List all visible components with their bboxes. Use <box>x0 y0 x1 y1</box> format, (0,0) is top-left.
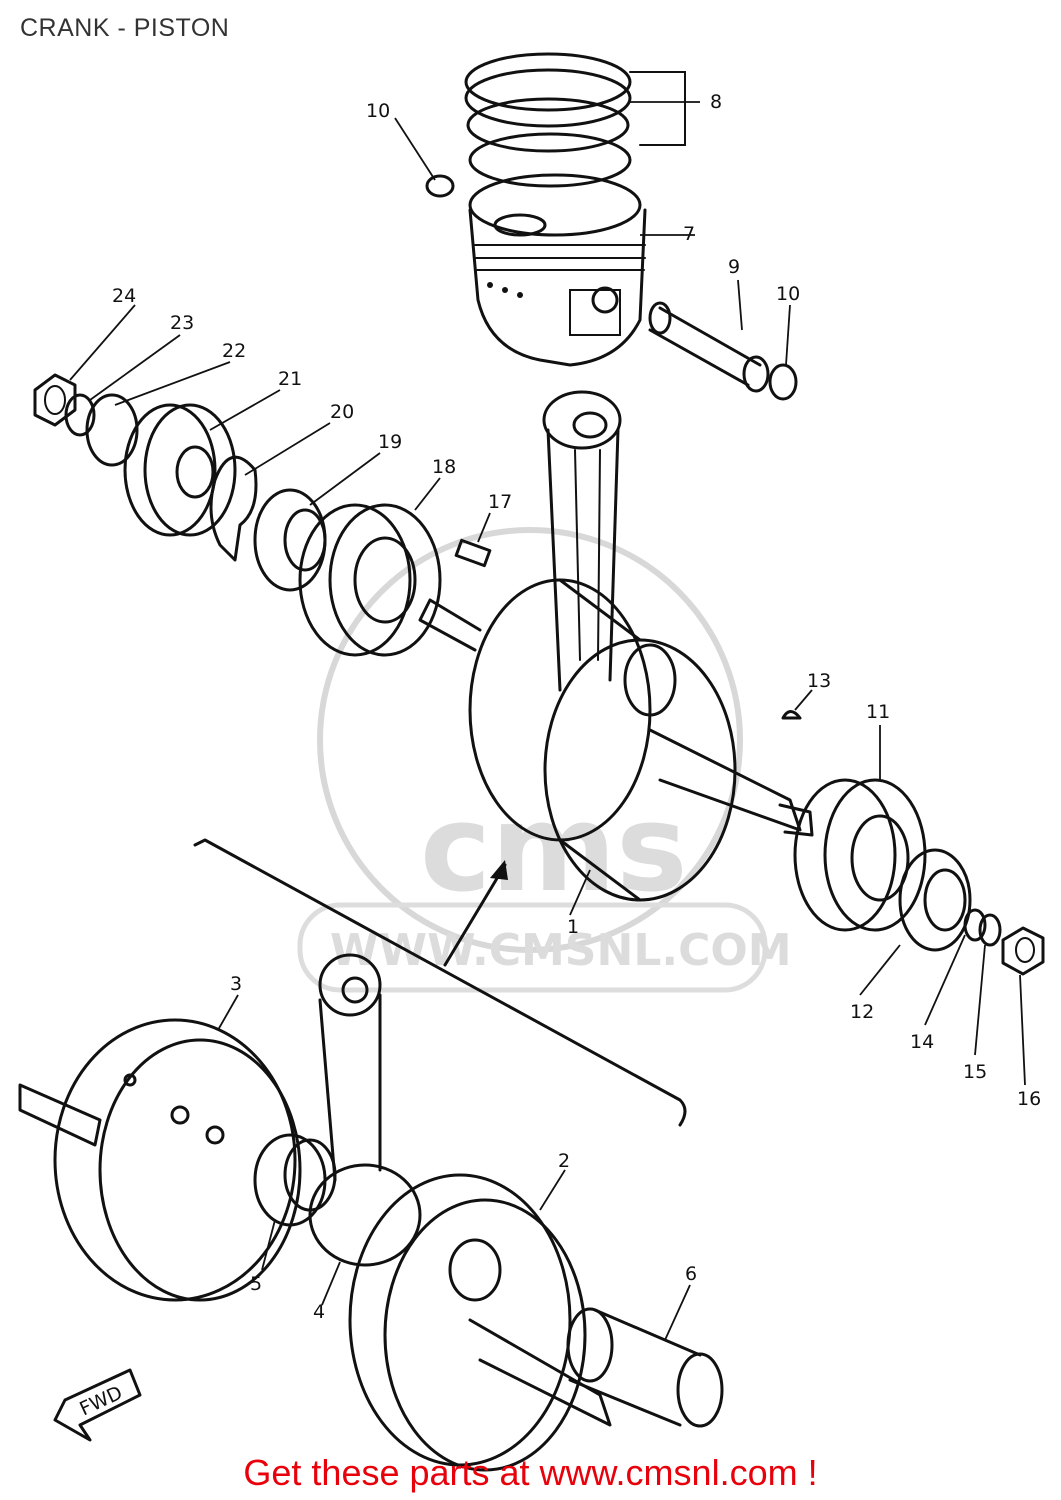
callout-20: 20 <box>330 401 354 423</box>
callout-10-upper: 10 <box>366 100 390 122</box>
callout-numbers: 1 2 3 4 5 6 7 8 9 10 10 11 12 13 14 15 1… <box>112 91 1041 1323</box>
oil-seal-12 <box>898 848 972 952</box>
leader-lines <box>69 101 1026 1341</box>
watermark-url-text: WWW.CMSNL.COM <box>330 925 792 976</box>
connecting-rod-upper <box>542 390 622 692</box>
page-title: CRANK - PISTON <box>20 14 230 42</box>
circlip-lower <box>768 363 798 401</box>
bearing-18 <box>298 503 442 657</box>
callout-10-lower: 10 <box>776 283 800 305</box>
callout-24: 24 <box>112 285 136 307</box>
piston-rings <box>464 52 686 188</box>
crank-half-2 <box>348 1173 612 1472</box>
callout-23: 23 <box>170 312 194 334</box>
callout-14: 14 <box>910 1031 934 1053</box>
connecting-rod-lower <box>308 953 422 1267</box>
callout-19: 19 <box>378 431 402 453</box>
callout-11: 11 <box>866 701 890 723</box>
crank-half-3 <box>18 1018 302 1302</box>
callout-1: 1 <box>567 916 579 938</box>
gear-19 <box>253 488 327 592</box>
exploded-arrow <box>443 863 507 967</box>
watermark: cms WWW.CMSNL.COM <box>297 527 792 993</box>
fwd-arrow-icon: FWD <box>53 1368 142 1442</box>
callout-4: 4 <box>313 1301 325 1323</box>
callout-13: 13 <box>807 670 831 692</box>
callout-22: 22 <box>222 340 246 362</box>
piston <box>468 173 647 367</box>
crank-pin-6 <box>566 1307 724 1428</box>
callout-21: 21 <box>278 368 302 390</box>
callout-8: 8 <box>710 91 722 113</box>
woodruff-key-13 <box>781 710 802 720</box>
callout-17: 17 <box>488 491 512 513</box>
piston-pin <box>648 301 770 393</box>
callout-16: 16 <box>1017 1088 1041 1110</box>
callout-6: 6 <box>685 1263 697 1285</box>
nut-16 <box>1001 926 1045 976</box>
footer-link-text[interactable]: Get these parts at www.cmsnl.com ! <box>243 1452 818 1493</box>
callout-7: 7 <box>683 223 695 245</box>
callout-12: 12 <box>850 1001 874 1023</box>
arrow-head <box>490 860 508 880</box>
callout-15: 15 <box>963 1061 987 1083</box>
nut-24 <box>33 373 77 427</box>
circlip-upper <box>425 174 455 198</box>
callout-2: 2 <box>558 1150 570 1172</box>
callout-5: 5 <box>250 1273 262 1295</box>
gear-21 <box>123 403 237 537</box>
watermark-logo-text: cms <box>420 780 688 919</box>
bearing-11 <box>793 778 927 932</box>
gear-22 <box>85 393 139 467</box>
callout-18: 18 <box>432 456 456 478</box>
callout-9: 9 <box>728 256 740 278</box>
washer-14 <box>963 908 987 942</box>
callout-3: 3 <box>230 973 242 995</box>
washer-15 <box>978 913 1002 947</box>
woodruff-key-17 <box>454 538 492 568</box>
exploded-bracket <box>193 838 687 1127</box>
crankshaft-assembly <box>418 578 814 902</box>
